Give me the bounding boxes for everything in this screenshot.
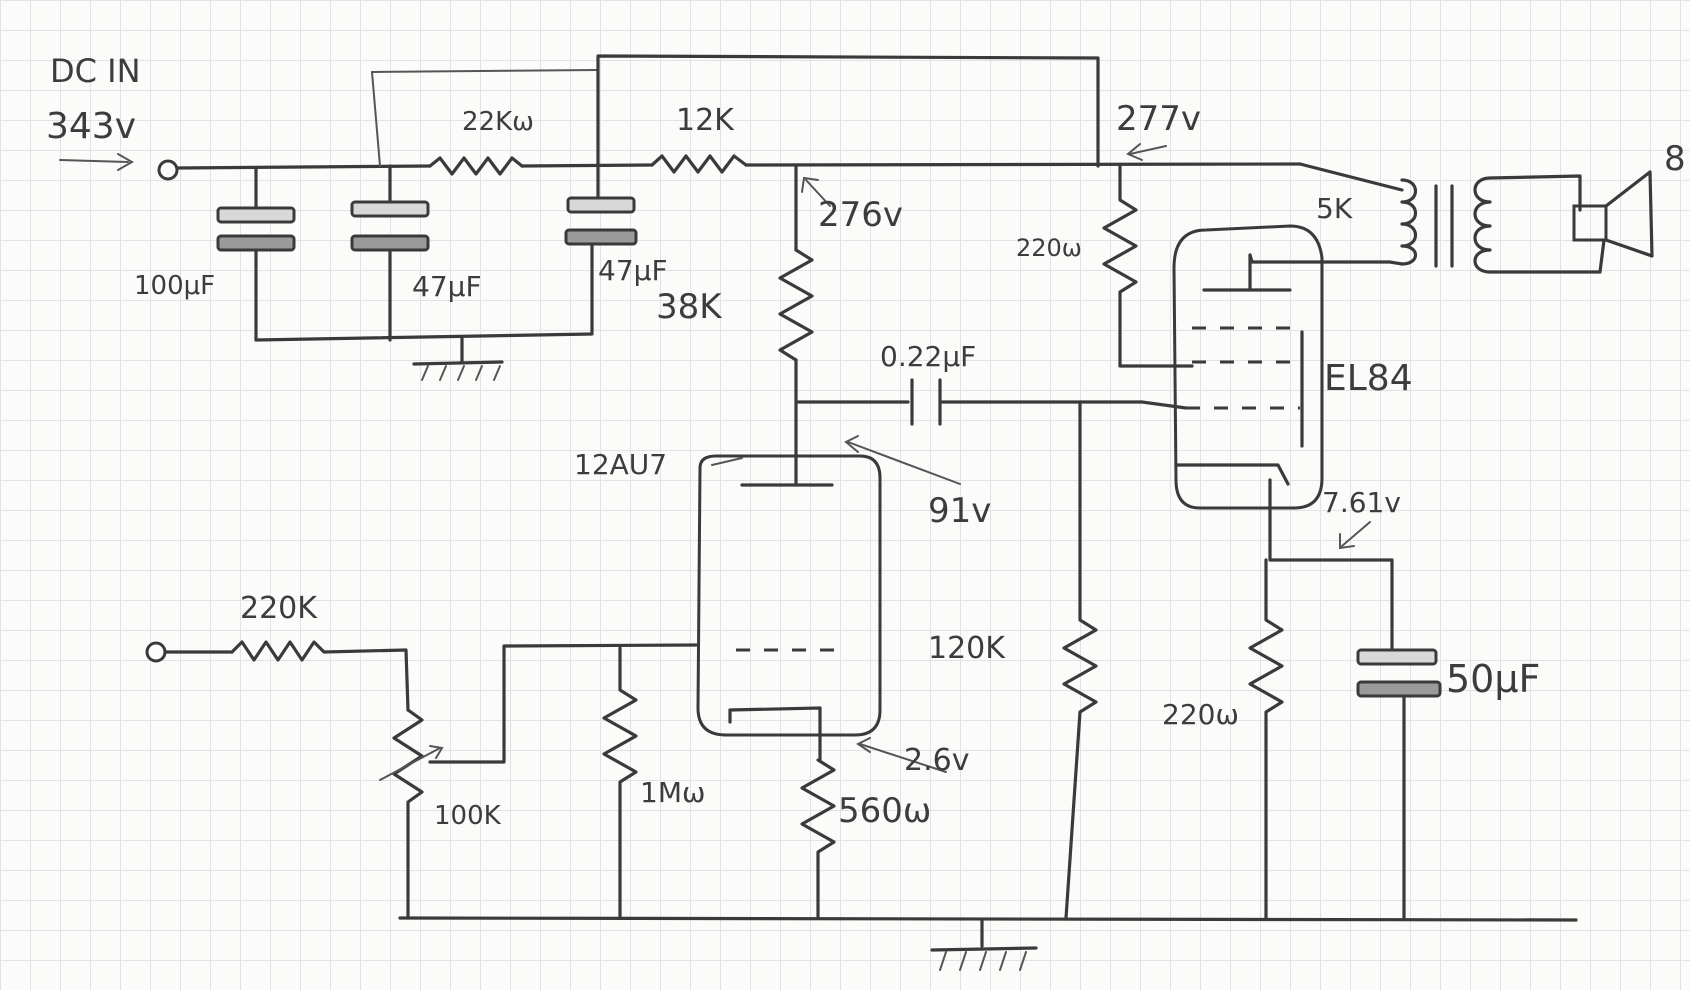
plate-resistor-38k [778,163,814,487]
tube-12au7-pointer [711,457,743,466]
voltage-276-arrow [801,176,831,207]
b-plus-rail-mid [520,163,654,168]
dc-voltage-label: 343v [46,106,136,147]
dc-in-label: DC IN [50,52,141,90]
speaker-impedance-label: 8 [1664,139,1686,179]
dc-input-arrow [59,153,135,171]
rail-faint-top [371,69,599,73]
tube-el84-label: EL84 [1324,358,1413,399]
tube-el84-cathode [1174,463,1290,486]
psu-ground-bus [254,332,594,342]
speaker-icon [1572,170,1654,258]
coupling-capacitor-label: 0.22μF [880,340,976,373]
output-transformer-primary [1400,178,1418,266]
b-plus-rail-right [744,162,1302,167]
voltage-276-label: 276v [818,195,903,235]
resistor-22k [428,156,524,176]
capacitor-47uf-b [564,164,638,334]
resistor-120k-label: 120K [928,631,1006,666]
capacitor-100uf-label: 100μF [134,271,215,301]
tube-12au7-envelope [696,454,882,737]
resistor-560-label: 560ω [838,791,931,831]
capacitor-47uf-b-label: 47μF [598,254,668,287]
capacitor-50uf [1356,648,1442,920]
el84-cathode-lead [1268,478,1394,652]
signal-input-terminal[interactable] [145,641,167,663]
speaker-wire-bottom [1488,238,1606,274]
resistor-22k-label: 22Kω [462,107,534,137]
b-plus-rail-left [175,164,432,170]
capacitor-47uf-a [350,164,430,342]
psu-ground-symbol [412,336,504,381]
resistor-12k-label: 12K [676,103,735,138]
tube-12au7-cathode [728,706,822,724]
resistor-1m-label: 1Mω [640,776,705,809]
voltage-91-label: 91v [928,491,991,531]
resistor-12k [650,154,748,174]
volume-pot-wiper-arrow [379,745,444,781]
capacitor-100uf [216,166,296,342]
rail-faint-drop [371,71,381,167]
resistor-220k-label: 220K [240,591,318,626]
cathode-resistor-220-label: 220ω [1162,698,1239,731]
screen-resistor-220 [1102,164,1194,368]
capacitor-47uf-a-label: 47μF [412,270,482,303]
resistor-220k [230,640,410,712]
transformer-5k-label: 5K [1316,192,1353,225]
speaker-wire-top [1488,174,1582,212]
voltage-91-arrow [844,435,961,485]
el84-cathode-resistor-220 [1248,558,1284,920]
resistor-38k-label: 38K [656,287,723,327]
grid-leak-resistor-1m [602,646,638,920]
main-ground-bus [398,916,1578,922]
tube-el84-envelope [1172,224,1324,510]
main-ground-symbol [930,918,1038,971]
el84-grid-resistor-120k [1062,400,1098,920]
voltage-277-arrow [1126,143,1167,161]
top-bypass-wire [596,54,1100,168]
voltage-761-label: 7.61v [1322,486,1401,519]
tube-12au7-label: 12AU7 [574,448,667,481]
voltage-26-label: 2.6v [904,743,969,778]
pot-wiper-wire [428,643,698,764]
coupling-capacitor-022uf [910,378,942,426]
voltage-261-arrow [856,737,947,773]
screen-resistor-220-label: 220ω [1016,234,1082,262]
el84-grid-feed [1140,400,1188,410]
volume-pot-100k [392,708,424,920]
output-transformer-secondary [1473,176,1492,274]
pot-100k-label: 100K [434,801,502,831]
dc-input-terminal[interactable] [157,159,179,181]
output-transformer-primary-top [1298,162,1404,192]
voltage-761-arrow [1339,521,1371,550]
capacitor-50uf-label: 50μF [1446,657,1540,701]
output-transformer-primary-bottom [1248,253,1404,266]
output-transformer-core [1434,184,1454,268]
voltage-277-label: 277v [1116,99,1201,139]
cathode-resistor-560 [800,758,836,920]
